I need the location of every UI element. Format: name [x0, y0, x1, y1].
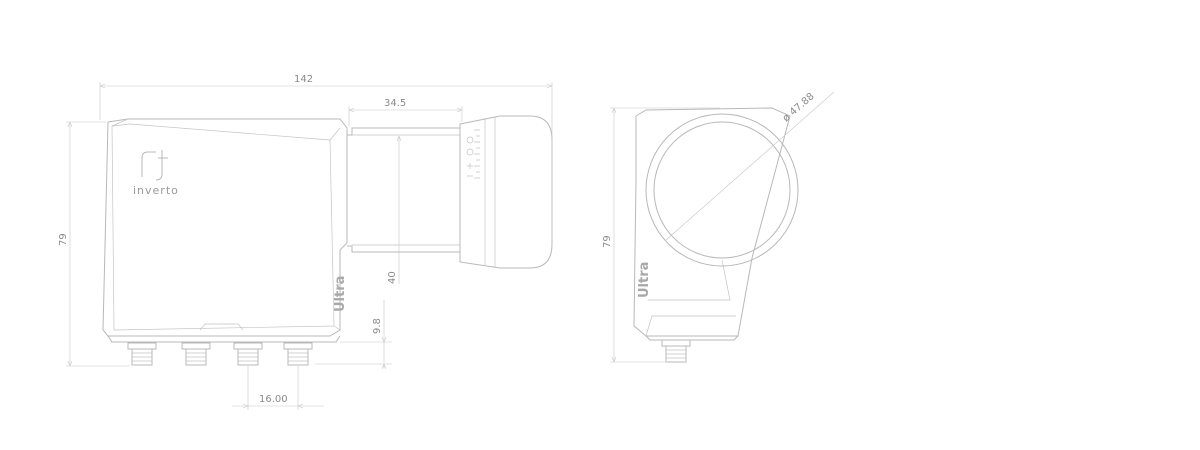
- f-connector: [181, 342, 211, 366]
- feed-cap-inner: [653, 121, 791, 259]
- dim-label-connector-height: 9.8: [372, 318, 383, 334]
- dimension-diameter: ø 47.88: [665, 91, 835, 241]
- dimension-feed-length: 34.5: [348, 98, 463, 126]
- dim-label-height-front: 79: [58, 233, 69, 246]
- f-connector: [283, 342, 313, 366]
- dimension-connector-spacing: 16.00: [232, 366, 324, 410]
- front-view: inverto Ultra 142 34.5: [58, 74, 553, 410]
- dim-label-height-side: 79: [602, 235, 613, 248]
- feed-horn: [347, 115, 553, 269]
- f-connectors: [127, 342, 313, 366]
- skew-scale: [466, 129, 480, 179]
- feed-cap: [459, 115, 553, 269]
- lnb-body-outline: [102, 118, 348, 337]
- dimension-height-side: 79: [602, 107, 720, 363]
- logo-text: inverto: [133, 184, 179, 197]
- f-connector: [127, 342, 157, 366]
- product-mark-side: Ultra: [637, 262, 652, 298]
- logo-mark-icon: [141, 150, 168, 181]
- dim-label-feed-height: 40: [387, 271, 398, 284]
- f-connector: [233, 342, 263, 366]
- lnb-base-plate: [107, 335, 341, 343]
- side-base: [645, 335, 739, 341]
- dim-label-total-length: 142: [294, 74, 313, 85]
- lnb-body-face: [111, 123, 335, 331]
- side-view: Ultra ø 47.88 79: [602, 91, 835, 363]
- dim-label-feed-length: 34.5: [384, 98, 406, 109]
- side-body-outline: [633, 107, 791, 337]
- dimension-total-length: 142: [99, 74, 553, 240]
- dim-label-connector-spacing: 16.00: [259, 394, 288, 405]
- feed-cap-outer: [645, 113, 799, 267]
- product-mark: Ultra: [333, 276, 348, 312]
- dimension-feed-height: 40: [387, 135, 402, 284]
- dimension-connector-height: 9.8: [315, 300, 392, 370]
- dim-label-diameter: ø 47.88: [781, 91, 817, 124]
- dimension-height-front: 79: [58, 121, 130, 367]
- f-connector-side: [661, 339, 691, 363]
- inverto-logo: inverto: [133, 150, 179, 197]
